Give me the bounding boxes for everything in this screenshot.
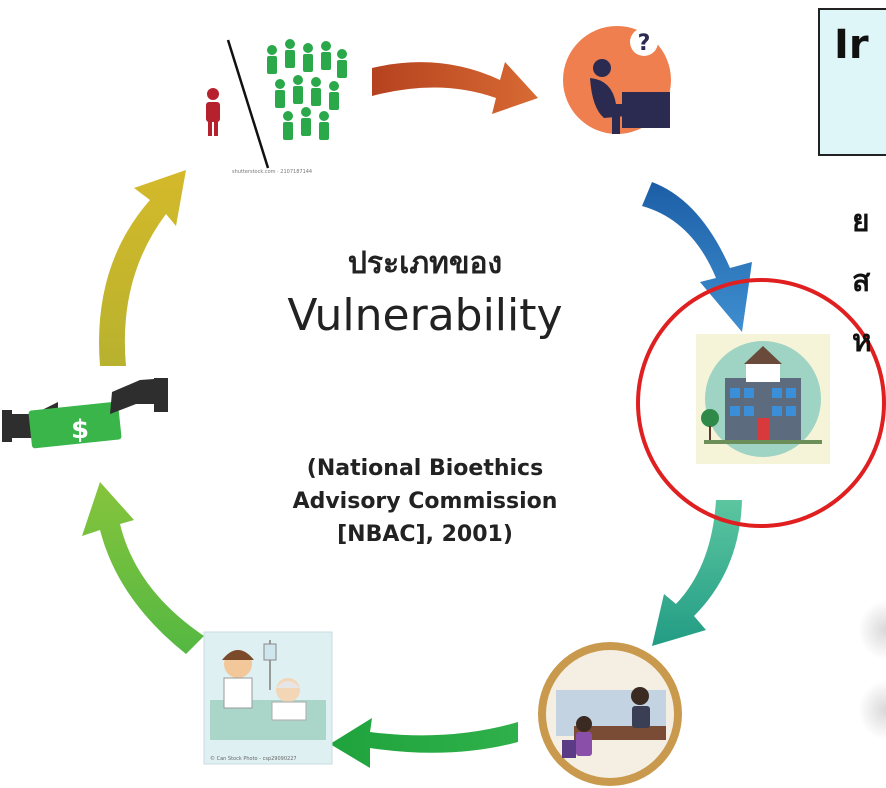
diagram-title-english: Vulnerability <box>287 290 563 341</box>
dollar-sign-icon: $ <box>71 415 89 445</box>
crowd-image-caption: shutterstock.com · 2107187144 <box>232 169 312 175</box>
red-person-icon <box>206 88 220 136</box>
right-heading-box: Ir <box>818 8 886 156</box>
cycle-arrow-3 <box>652 500 742 646</box>
institution-building-image <box>696 334 830 464</box>
highlight-circle <box>636 278 886 528</box>
cycle-arrow-2 <box>642 182 752 332</box>
source-line-1: (National Bioethics <box>306 456 544 481</box>
doctor-patient-image: © Can Stock Photo - csp29090227 <box>203 631 333 765</box>
cycle-arrow-5 <box>82 482 204 654</box>
diagram-source: (National Bioethics Advisory Commission … <box>240 452 610 551</box>
cycle-arrow-6 <box>99 170 186 366</box>
cycle-arrow-1 <box>372 62 538 114</box>
money-exchange-icon: $ <box>2 378 168 449</box>
source-line-3: [NBAC], 2001) <box>337 522 513 547</box>
right-line-3: ห <box>852 324 872 359</box>
faded-decoration <box>858 680 886 740</box>
right-heading-text: Ir <box>834 22 869 68</box>
diagram-title-thai: ประเภทของ <box>347 246 503 281</box>
cycle-arrow-4 <box>330 718 518 768</box>
patient-image-caption: © Can Stock Photo - csp29090227 <box>210 755 297 762</box>
right-line-2: ส <box>852 264 871 299</box>
source-line-2: Advisory Commission <box>292 489 558 514</box>
question-mark-icon: ? <box>638 31 651 56</box>
right-line-1: ย <box>852 204 870 239</box>
thinker-question-icon: ? <box>563 26 671 134</box>
faded-decoration <box>858 600 886 660</box>
crowd-icon <box>267 39 347 140</box>
crowd-minority-image <box>206 39 347 169</box>
office-meeting-image <box>538 642 682 786</box>
